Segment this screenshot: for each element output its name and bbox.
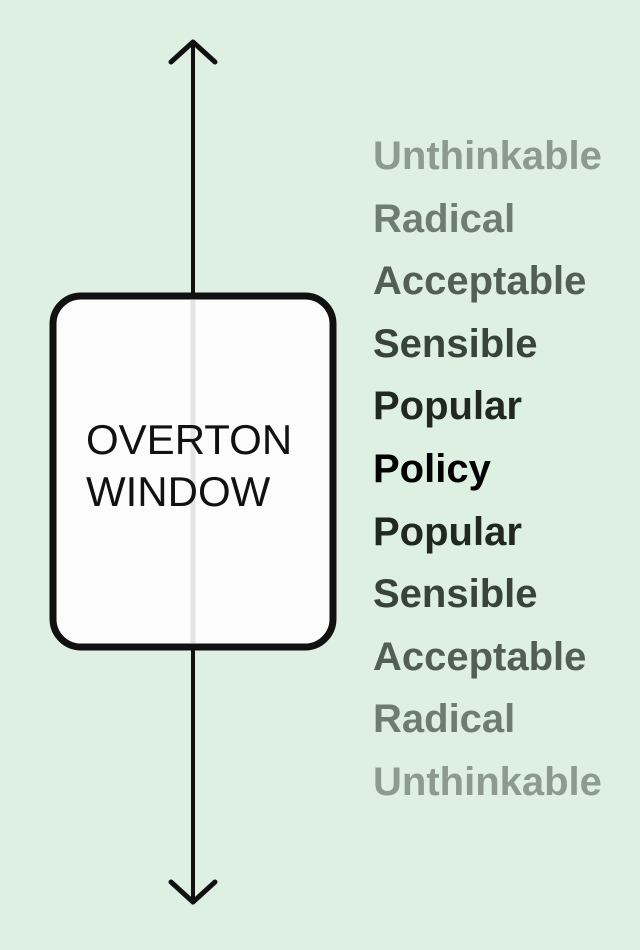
scale-label-unthinkable: Unthinkable bbox=[373, 759, 602, 804]
scale-label-acceptable: Acceptable bbox=[373, 259, 587, 304]
scale-label-sensible: Sensible bbox=[373, 572, 538, 617]
scale-label-radical: Radical bbox=[373, 697, 516, 742]
window-title-line-2: WINDOW bbox=[86, 468, 271, 515]
window-title-line-1: OVERTON bbox=[86, 416, 293, 463]
scale-label-popular: Popular bbox=[373, 509, 522, 554]
overton-window-title: OVERTON WINDOW bbox=[86, 414, 292, 518]
scale-label-unthinkable: Unthinkable bbox=[373, 134, 602, 178]
arrow-down-icon bbox=[168, 879, 218, 905]
scale-label-radical: Radical bbox=[373, 196, 516, 241]
scale-label-sensible: Sensible bbox=[373, 321, 538, 366]
scale-label-policy: Policy bbox=[373, 446, 491, 491]
scale-label-popular: Popular bbox=[373, 384, 522, 429]
scale-label-acceptable: Acceptable bbox=[373, 634, 587, 679]
arrow-up-icon bbox=[168, 39, 218, 65]
